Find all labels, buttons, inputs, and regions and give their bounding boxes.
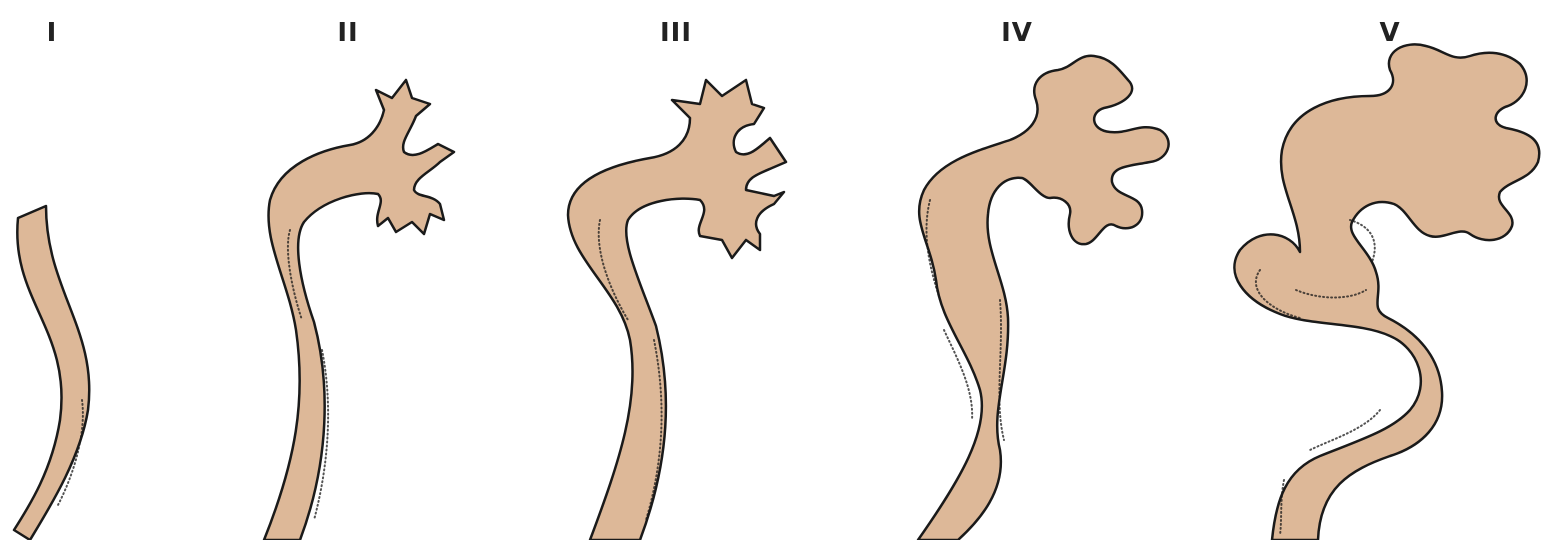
stage-v-shape bbox=[1234, 44, 1539, 540]
stage-i-tube bbox=[14, 206, 89, 540]
stage-iii-shape bbox=[568, 80, 786, 540]
stage-ii-shape bbox=[264, 80, 454, 540]
stage-v-tube bbox=[1234, 44, 1539, 540]
stage-i-shape bbox=[14, 206, 89, 540]
stage-iv-shape bbox=[918, 56, 1169, 540]
stage-ii-tube bbox=[264, 80, 454, 540]
stage-iv-tube bbox=[918, 56, 1169, 540]
stage-iii-tube bbox=[568, 80, 786, 540]
